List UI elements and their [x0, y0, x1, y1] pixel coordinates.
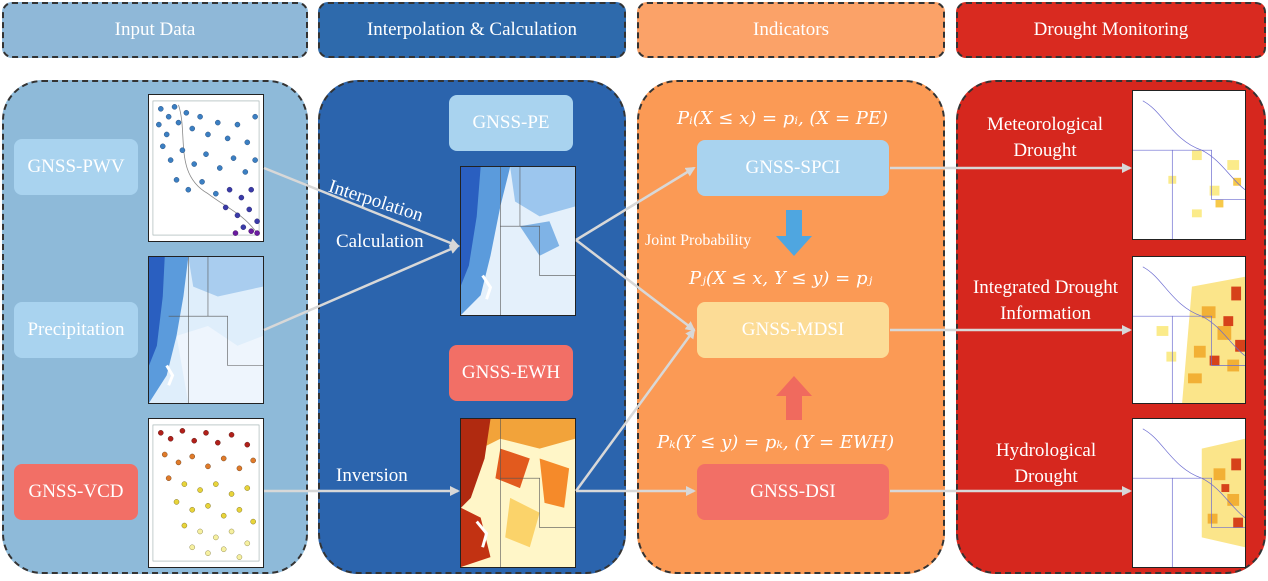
header-drought-monitoring: Drought Monitoring — [956, 2, 1266, 58]
map-gnss-ewh — [460, 418, 576, 568]
label-integrated-drought-information: Integrated Drought Information — [972, 277, 1119, 324]
pill-gnss-pe: GNSS-PE — [449, 95, 573, 151]
label-hydrological-drought: Hydrological Drought — [995, 440, 1097, 487]
label-joint-probability: Joint Probability — [645, 232, 752, 249]
header-interpolation-calculation: Interpolation & Calculation — [318, 2, 626, 58]
map-hydrological-drought — [1132, 418, 1246, 568]
map-gnss-pe — [460, 166, 576, 316]
formula-pe-probability: Pᵢ(X ≤ x) = pᵢ, (X = PE) — [677, 108, 889, 129]
map-integrated-drought — [1132, 256, 1246, 404]
pill-gnss-ewh: GNSS-EWH — [449, 345, 573, 401]
pill-gnss-pwv: GNSS-PWV — [14, 139, 138, 195]
label-inversion: Inversion — [336, 465, 408, 486]
map-precipitation — [148, 256, 264, 404]
pill-gnss-vcd: GNSS-VCD — [14, 464, 138, 520]
map-meteorological-drought — [1132, 90, 1246, 240]
map-vcd-stations — [148, 418, 264, 568]
label-calculation: Calculation — [336, 231, 424, 252]
formula-joint-probability: Pⱼ(X ≤ x, Y ≤ y) = pⱼ — [689, 268, 873, 289]
pill-gnss-dsi: GNSS-DSI — [697, 464, 889, 520]
pill-gnss-mdsi: GNSS-MDSI — [697, 302, 889, 358]
map-pwv-stations — [148, 94, 264, 242]
pill-gnss-spci: GNSS-SPCI — [697, 140, 889, 196]
label-meteorological-drought: Meteorological Drought — [986, 114, 1104, 161]
header-indicators: Indicators — [637, 2, 945, 58]
pill-precipitation: Precipitation — [14, 302, 138, 358]
formula-ewh-probability: Pₖ(Y ≤ y) = pₖ, (Y = EWH) — [657, 432, 895, 453]
header-input-data: Input Data — [2, 2, 308, 58]
